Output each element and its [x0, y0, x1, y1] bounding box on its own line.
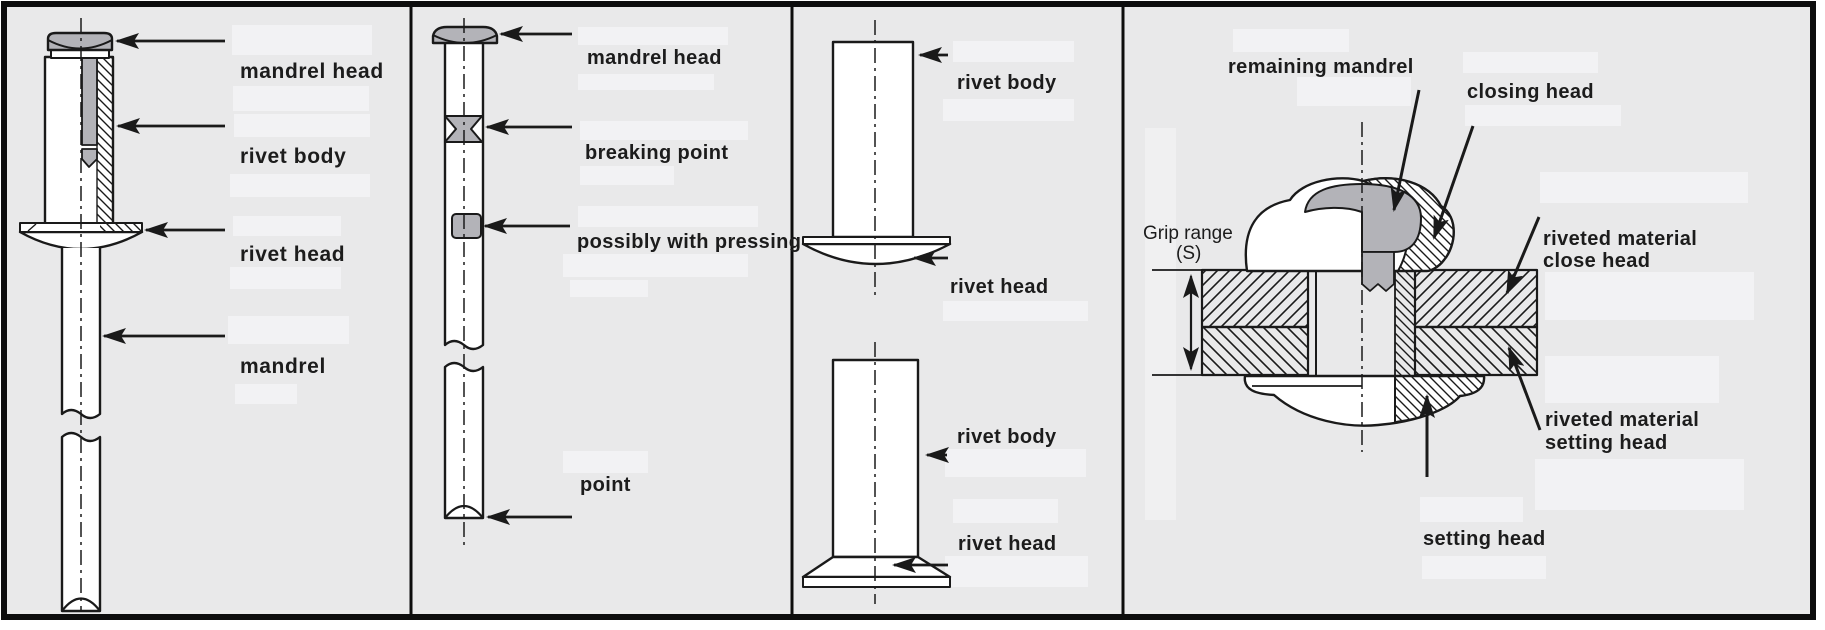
- label-mandrel-head: mandrel head: [240, 60, 384, 83]
- label-mandrel-head: mandrel head: [587, 47, 722, 69]
- mandrel-head-cup-curve: [47, 39, 113, 50]
- redacted-text-box: [563, 254, 748, 277]
- redacted-text-box: [945, 556, 1088, 587]
- redacted-text-boxes-p3: [943, 41, 1088, 587]
- label-setting-head: setting head: [1423, 528, 1546, 550]
- label-remaining-mandrel: remaining mandrel: [1228, 56, 1414, 78]
- panel-assembled-rivet: mandrel head rivet body rivet head mandr…: [18, 18, 384, 613]
- plate-left-top: [1200, 268, 1310, 329]
- flange-hatch-line: [27, 223, 37, 232]
- rivet-head-top-dome: [801, 242, 952, 266]
- redacted-text-box: [1233, 29, 1349, 52]
- arrow-riveted-material-close: [1505, 216, 1541, 295]
- arrow-riveted-material-setting: [1507, 346, 1542, 431]
- redacted-text-box: [234, 114, 370, 137]
- redacted-text-box: [1422, 556, 1546, 579]
- label-riveted-material-setting-1: riveted material: [1545, 409, 1699, 431]
- redacted-text-box: [1420, 497, 1523, 522]
- label-rivet-body-top: rivet body: [957, 72, 1057, 94]
- mandrel-head-shape: [46, 31, 114, 52]
- rivet-neck-shape: [50, 49, 110, 59]
- plate-right-bottom: [1413, 325, 1539, 377]
- mandrel-stem-shape: [81, 44, 98, 146]
- label-rivet-body: rivet body: [240, 145, 346, 168]
- redacted-text-box: [943, 99, 1074, 121]
- rivet-wall-section: [1394, 269, 1416, 377]
- redacted-text-box: [563, 451, 648, 473]
- label-possibly-with-pressing: possibly with pressing: [577, 231, 801, 253]
- label-mandrel: mandrel: [240, 355, 326, 378]
- redacted-text-box: [578, 74, 714, 90]
- redacted-text-box: [228, 316, 349, 344]
- label-rivet-body-bottom: rivet body: [957, 426, 1057, 448]
- label-rivet-head-top: rivet head: [950, 276, 1048, 298]
- redacted-text-box: [232, 25, 372, 55]
- rivet-head-bottom-base: [802, 576, 951, 588]
- redacted-text-box: [1545, 272, 1754, 320]
- label-rivet-head: rivet head: [240, 243, 345, 266]
- mandrel-head-shape: [431, 25, 499, 45]
- redacted-text-boxes-p1: [228, 25, 372, 404]
- rivet-head-top-bar: [802, 236, 951, 245]
- mandrel-head-cup-curve: [432, 34, 498, 44]
- redacted-text-box: [578, 206, 758, 227]
- redacted-text-box: [580, 166, 674, 185]
- pressing-bump: [451, 213, 482, 239]
- label-grip-range: Grip range: [1143, 223, 1233, 244]
- redacted-text-box: [943, 301, 1088, 321]
- redacted-text-box: [233, 86, 369, 111]
- panel-rivet-bodies: rivet body rivet head rivet body rivet h…: [801, 20, 1088, 604]
- label-rivet-head-bottom: rivet head: [958, 533, 1056, 555]
- plate-left-bottom: [1200, 325, 1310, 377]
- arrow-remaining-mandrel: [1390, 89, 1421, 212]
- redacted-text-box: [953, 499, 1058, 523]
- label-closing-head: closing head: [1467, 81, 1594, 103]
- label-riveted-material-close-2: close head: [1543, 250, 1650, 272]
- arrow-closing-head: [1432, 125, 1475, 240]
- redacted-text-box: [230, 267, 341, 289]
- remaining-mandrel-stem: [1361, 251, 1395, 292]
- setting-head-hatch: [1394, 375, 1486, 423]
- redacted-text-box: [580, 121, 748, 140]
- panel-set-rivet: remaining mandrel closing head Grip rang…: [1143, 29, 1754, 579]
- rivet-head-flange-hatch: [100, 224, 141, 232]
- breaking-point-notch: [444, 115, 483, 143]
- label-grip-range-s: (S): [1176, 243, 1201, 264]
- rivet-body-wall-hatch: [96, 56, 114, 229]
- mandrel-stem-break-piece: [81, 148, 98, 168]
- redacted-text-box: [230, 174, 370, 197]
- redacted-text-box: [1463, 52, 1598, 73]
- label-breaking-point: breaking point: [585, 142, 728, 164]
- label-riveted-material-setting-2: setting head: [1545, 432, 1668, 454]
- redacted-text-box: [1545, 356, 1719, 403]
- plate-right-top: [1413, 268, 1539, 329]
- label-point: point: [580, 474, 631, 496]
- rivet-body-top-shape: [831, 40, 915, 239]
- redacted-text-box: [1540, 172, 1748, 203]
- redacted-text-boxes-p4: [1233, 29, 1754, 579]
- panel-mandrel: mandrel head breaking point possibly wit…: [431, 18, 801, 545]
- redacted-text-box: [1535, 459, 1744, 510]
- redacted-text-box: [578, 27, 728, 45]
- redacted-text-box: [235, 384, 297, 404]
- redacted-text-box: [1465, 105, 1621, 126]
- redacted-text-box: [233, 216, 341, 236]
- redacted-text-box: [1297, 77, 1411, 106]
- label-riveted-material-close-1: riveted material: [1543, 228, 1697, 250]
- redacted-text-boxes-p2: [563, 27, 758, 473]
- redacted-text-box: [953, 41, 1074, 62]
- redacted-text-box: [945, 449, 1086, 477]
- faint-strip: [1145, 128, 1176, 520]
- redacted-text-box: [570, 280, 648, 297]
